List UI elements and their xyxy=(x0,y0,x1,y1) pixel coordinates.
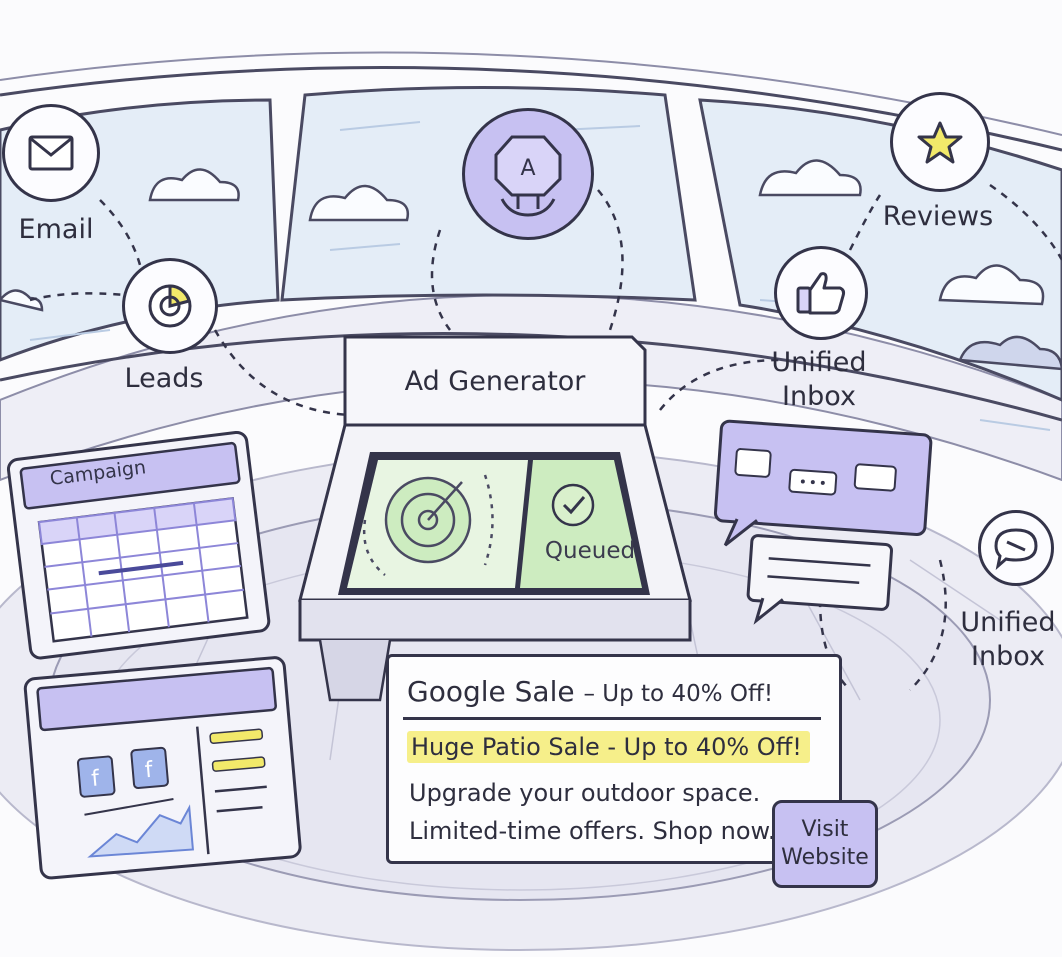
leads-label: Leads xyxy=(124,363,204,394)
label-line2: Inbox xyxy=(782,381,856,412)
envelope-icon xyxy=(28,135,74,171)
assistant-letter: A xyxy=(520,156,535,181)
label-line1: Unified xyxy=(771,347,867,378)
ad-headline-main: Google Sale xyxy=(407,675,575,708)
chat-bubble-icon xyxy=(994,528,1038,570)
svg-text:f: f xyxy=(144,758,155,784)
label-line1: Unified xyxy=(960,607,1056,638)
ad-divider xyxy=(403,717,821,720)
ad-body-line-2: Limited-time offers. Shop now. xyxy=(409,817,776,845)
thumbs-up-icon xyxy=(796,272,846,315)
unified-inbox-top-label: Unified Inbox xyxy=(764,346,874,414)
visit-website-line2: Website xyxy=(781,845,869,870)
reviews-node[interactable] xyxy=(890,92,990,192)
email-node[interactable] xyxy=(2,104,100,202)
unified-inbox-right-node[interactable] xyxy=(978,510,1054,586)
ad-body-line-1: Upgrade your outdoor space. xyxy=(409,779,761,807)
unified-inbox-right-label: Unified Inbox xyxy=(952,606,1062,674)
ad-preview-card: Google Sale – Up to 40% Off! Huge Patio … xyxy=(386,654,842,864)
star-icon xyxy=(917,121,963,164)
unified-inbox-top-node[interactable] xyxy=(774,246,868,340)
ai-assistant-icon: A xyxy=(494,135,562,217)
leads-node[interactable] xyxy=(122,258,218,354)
pie-chart-icon xyxy=(148,284,192,328)
svg-text:f: f xyxy=(90,766,101,792)
ad-headline-rest: – Up to 40% Off! xyxy=(583,681,774,707)
ad-generator-title: Ad Generator xyxy=(404,365,586,397)
ad-highlight-text: Huge Patio Sale - Up to 40% Off! xyxy=(407,731,810,763)
queued-status: Queued xyxy=(544,538,636,564)
ad-headline: Google Sale – Up to 40% Off! xyxy=(407,675,773,708)
visit-website-button[interactable]: Visit Website xyxy=(772,800,878,888)
email-label: Email xyxy=(18,214,94,245)
reviews-label: Reviews xyxy=(882,201,994,232)
ai-assistant-node[interactable]: A xyxy=(462,108,594,240)
visit-website-line1: Visit xyxy=(801,817,849,842)
label-line2: Inbox xyxy=(971,641,1045,672)
